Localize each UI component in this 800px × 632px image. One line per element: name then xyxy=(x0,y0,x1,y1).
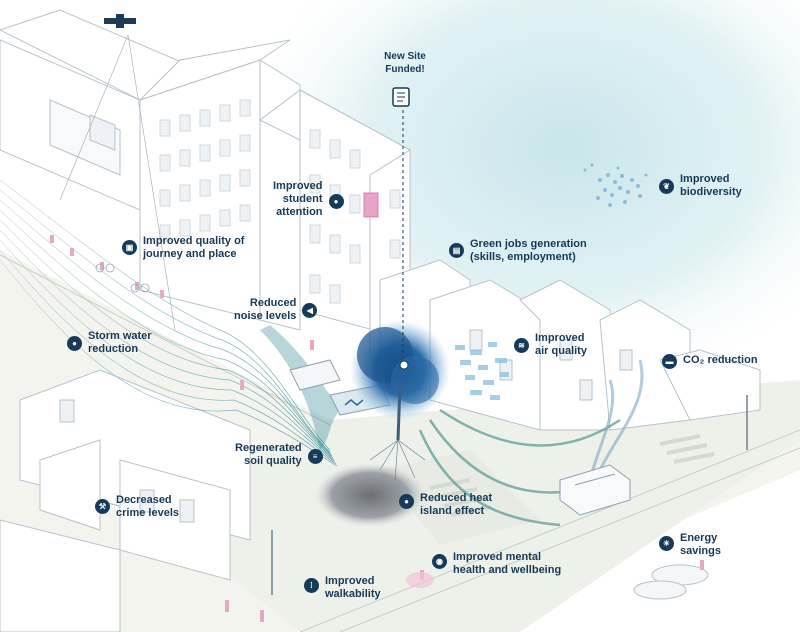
noise-annotation: Reduced noise levels ◀ xyxy=(234,297,318,323)
zebra-crossing xyxy=(429,434,715,517)
crime-line2: crime levels xyxy=(116,507,179,519)
mental-health-annotation: ◉ Improved mental health and wellbeing xyxy=(432,551,561,577)
bus-icon: ▬ xyxy=(662,354,677,369)
air-quality-annotation: ≋ Improved air quality xyxy=(514,332,587,358)
walkability-annotation: ⁞ Improved walkability xyxy=(304,575,381,601)
bottom-left-buildings xyxy=(0,369,251,632)
jobs-icon: ▤ xyxy=(449,243,464,258)
soil-line1: Regenerated xyxy=(235,442,302,454)
heat-island-cloud xyxy=(315,463,425,527)
green-jobs-annotation: ▤ Green jobs generation (skills, employm… xyxy=(449,238,587,264)
energy-pipes xyxy=(633,564,709,600)
building-windows xyxy=(159,99,401,309)
tree-marker xyxy=(399,360,409,370)
tree-trunk xyxy=(396,384,402,441)
tree-roots xyxy=(369,439,426,481)
noise-line2: noise levels xyxy=(234,310,297,322)
air-quality-particles xyxy=(455,342,509,400)
soil-line2: soil quality xyxy=(244,455,302,467)
new-site-line1: New Site xyxy=(384,51,426,62)
crime-annotation: ⚒ Decreased crime levels xyxy=(95,494,179,520)
bench-wave-glyph xyxy=(344,399,364,406)
gavel-icon: ⚒ xyxy=(95,499,110,514)
journey-place-line2: journey and place xyxy=(143,248,237,260)
footsteps-icon: ⁞ xyxy=(304,578,319,593)
storm-water-line2: reduction xyxy=(88,343,139,355)
co2-streams xyxy=(588,359,644,481)
leaf-icon: ❦ xyxy=(659,179,674,194)
energy-annotation: ☀ Energy savings xyxy=(659,532,721,558)
noise-line1: Reduced xyxy=(249,297,297,309)
journey-place-annotation: ▣ Improved quality of journey and place xyxy=(122,235,244,261)
green-wind-streams xyxy=(418,408,621,527)
storm-water-line1: Storm water xyxy=(88,330,152,342)
camera-icon: ▣ xyxy=(122,240,137,255)
student-attention-annotation: Improved student attention ● xyxy=(273,180,344,219)
road-lines xyxy=(0,254,800,632)
walkability-line2: walkability xyxy=(325,588,381,600)
crossing-zone xyxy=(380,450,540,545)
left-terrace-buildings xyxy=(0,9,202,211)
new-site-funded-label: New Site Funded! xyxy=(372,50,438,76)
student-attention-line2: student xyxy=(282,193,323,205)
biodiversity-line2: biodiversity xyxy=(680,186,742,198)
thermometer-icon: ● xyxy=(399,494,414,509)
wind-icon: ≋ xyxy=(514,338,529,353)
energy-line1: Energy xyxy=(680,532,718,544)
green-jobs-line2: (skills, employment) xyxy=(470,251,576,263)
journey-place-line1: Improved quality of xyxy=(143,235,245,247)
street-lamps xyxy=(271,395,748,595)
biodiversity-line1: Improved xyxy=(680,173,730,185)
bus-vehicle xyxy=(559,464,631,516)
co2-line1: CO₂ reduction xyxy=(683,354,758,366)
air-quality-line2: air quality xyxy=(535,345,587,357)
bicycles xyxy=(95,263,150,293)
air-quality-line1: Improved xyxy=(535,332,585,344)
co2-annotation: ▬ CO₂ reduction xyxy=(662,354,758,369)
green-jobs-line1: Green jobs generation xyxy=(470,238,587,250)
mental-health-line2: health and wellbeing xyxy=(453,564,562,576)
soil-annotation: Regenerated soil quality ≡ xyxy=(235,442,323,468)
storm-water-annotation: ● Storm water reduction xyxy=(67,330,152,356)
satellite-signal-lines xyxy=(59,34,176,331)
heat-island-line1: Reduced heat xyxy=(420,492,493,504)
heat-island-line2: island effect xyxy=(420,505,485,517)
crime-line1: Decreased xyxy=(116,494,172,506)
water-drop-icon: ● xyxy=(67,336,82,351)
new-site-line2: Funded! xyxy=(385,64,425,75)
speaker-icon: ◀ xyxy=(302,303,318,318)
heat-island-annotation: ● Reduced heat island effect xyxy=(399,492,492,518)
energy-line2: savings xyxy=(680,545,721,557)
satellite xyxy=(104,14,136,28)
biodiversity-annotation: ❦ Improved biodiversity xyxy=(659,173,742,199)
mental-health-line1: Improved mental xyxy=(453,551,542,563)
brain-icon: ◉ xyxy=(432,554,447,569)
walkability-line1: Improved xyxy=(325,575,375,587)
bulb-icon: ☀ xyxy=(659,536,674,551)
student-screen xyxy=(363,192,379,218)
storm-water-waves xyxy=(0,179,338,467)
person-icon: ● xyxy=(328,194,344,209)
biodiversity-swarm xyxy=(583,163,648,207)
student-attention-line3: attention xyxy=(276,206,323,218)
soil-icon: ≡ xyxy=(307,449,323,464)
student-attention-line1: Improved xyxy=(273,180,323,192)
pink-tree-cluster xyxy=(406,572,434,588)
